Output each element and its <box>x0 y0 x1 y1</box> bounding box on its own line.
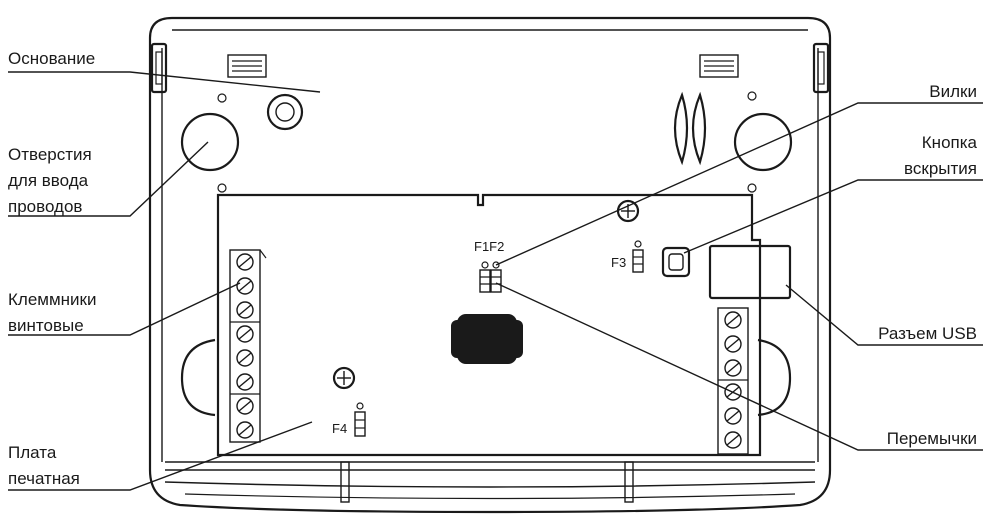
terminal-screw <box>236 253 254 271</box>
terminal-block-right <box>717 307 749 455</box>
pcb-screw-bottom <box>332 366 356 390</box>
label-holes-line2: для ввода <box>8 171 89 190</box>
label-holes-line3: проводов <box>8 197 82 216</box>
label-terminals-line1: Клеммники <box>8 290 96 309</box>
terminal-screw <box>236 373 254 391</box>
f4-connector <box>354 402 366 437</box>
f1f2-connectors <box>479 261 502 293</box>
terminal-screw <box>724 431 742 449</box>
slot-mount <box>673 91 707 166</box>
f1f2-label: F1F2 <box>474 239 504 254</box>
leader-tamper <box>683 179 983 254</box>
terminal-screw <box>236 397 254 415</box>
leader-board <box>8 421 313 491</box>
label-tamper-line1: Кнопка <box>922 133 978 152</box>
microcontroller-chip <box>451 314 523 364</box>
tamper-button <box>661 246 691 278</box>
f3-connector <box>632 240 644 273</box>
enclosure-base <box>148 16 832 514</box>
leader-base <box>8 71 321 93</box>
f3-label: F3 <box>611 255 626 270</box>
leader-lines <box>8 71 983 491</box>
terminal-screw <box>236 277 254 295</box>
pcb-screw-top <box>616 199 640 223</box>
label-terminals-line2: винтовые <box>8 316 84 335</box>
label-holes-line1: Отверстия <box>8 145 92 164</box>
leader-holes <box>8 141 209 217</box>
terminal-screw <box>724 311 742 329</box>
leader-forks <box>495 102 983 266</box>
leader-terminals <box>8 282 241 336</box>
label-usb: Разъем USB <box>878 324 977 343</box>
top-latch-right <box>699 54 739 78</box>
terminal-screw <box>724 407 742 425</box>
wire-entry-hole-left <box>180 93 240 193</box>
terminal-screw <box>724 335 742 353</box>
terminal-screw <box>236 349 254 367</box>
terminal-block-left <box>229 249 267 443</box>
pcb-board <box>216 193 762 457</box>
usb-connector <box>708 244 792 300</box>
leader-usb <box>785 284 983 346</box>
terminal-screw <box>724 359 742 377</box>
mounting-stud <box>266 93 304 131</box>
top-latch-left <box>227 54 267 78</box>
label-board-line1: Плата <box>8 443 57 462</box>
label-jumpers: Перемычки <box>887 429 977 448</box>
label-forks: Вилки <box>929 82 977 101</box>
label-base: Основание <box>8 49 95 68</box>
terminal-screw <box>236 301 254 319</box>
label-tamper-line2: вскрытия <box>904 159 977 178</box>
terminal-screw <box>236 325 254 343</box>
leader-jumpers <box>495 282 983 451</box>
terminal-screw <box>236 421 254 439</box>
f4-label: F4 <box>332 421 347 436</box>
label-board-line2: печатная <box>8 469 80 488</box>
wire-entry-hole-right <box>733 91 793 193</box>
